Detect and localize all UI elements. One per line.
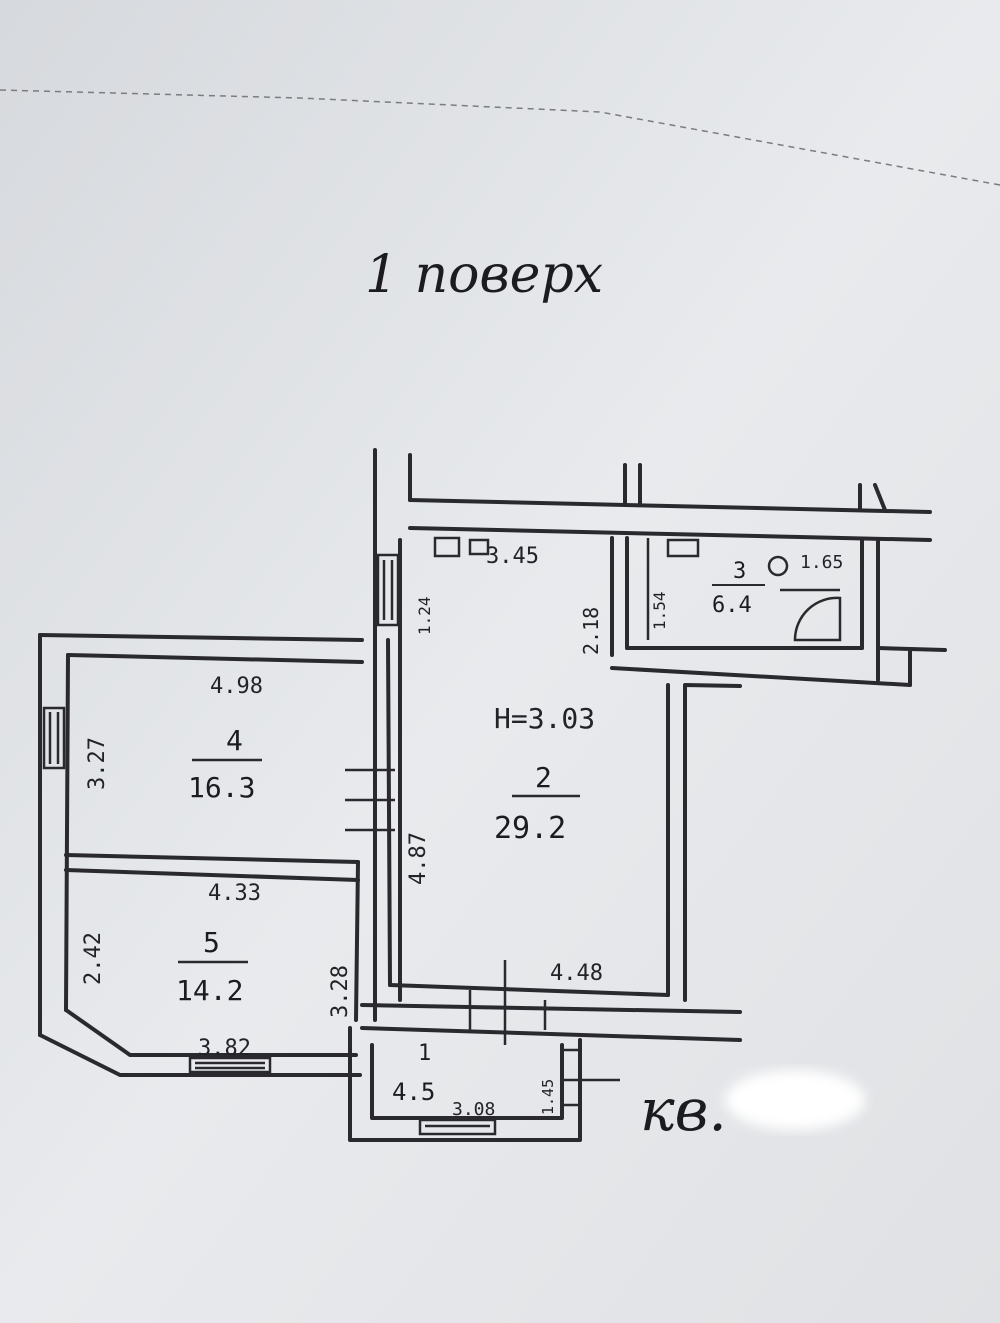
dim-room5-top: 4.33 — [208, 881, 261, 906]
dim-kitchen-right: 2.18 — [579, 607, 603, 655]
walls — [38, 448, 947, 1142]
dim-bath-left: 1.54 — [650, 591, 669, 630]
room-labels: 1 4.5 H=3.03 2 29.2 3 6.4 4 16.3 5 14.2 — [176, 559, 765, 1106]
room-2-number: 2 — [535, 761, 552, 794]
dim-room5-bottom: 3.82 — [198, 1036, 251, 1061]
dim-room5-right: 3.28 — [328, 965, 353, 1018]
dim-kitchen-left: 1.24 — [415, 596, 434, 635]
redaction-blur — [725, 1070, 865, 1130]
room-5-area: 14.2 — [176, 974, 243, 1007]
dim-room4-left: 3.27 — [85, 737, 110, 790]
dim-hall-bottom: 3.08 — [452, 1099, 495, 1120]
room-4-area: 16.3 — [188, 771, 255, 804]
room-4-number: 4 — [226, 724, 243, 757]
room-3-area: 6.4 — [712, 593, 752, 618]
dim-main-left: 4.87 — [406, 832, 431, 885]
openings — [42, 536, 842, 1136]
fold-line — [0, 89, 1000, 186]
ceiling-height: H=3.03 — [494, 702, 595, 735]
room-5-number: 5 — [203, 926, 220, 959]
apartment-label: кв. — [640, 1076, 727, 1144]
dim-bath-top: 1.65 — [800, 552, 843, 573]
dim-kitchen-top: 3.45 — [486, 544, 539, 569]
dim-room5-left: 2.42 — [81, 932, 106, 985]
room-1-number: 1 — [418, 1041, 431, 1066]
dim-main-bottom: 4.48 — [550, 961, 603, 986]
dim-hall-right: 1.45 — [539, 1079, 557, 1115]
dim-room4-top: 4.98 — [210, 674, 263, 699]
dimensions: 3.45 1.24 2.18 4.87 4.48 1.65 1.54 4.98 … — [81, 544, 843, 1120]
floor-title: 1 поверх — [365, 245, 603, 305]
room-3-number: 3 — [733, 559, 746, 584]
room-1-area: 4.5 — [392, 1078, 435, 1106]
room-2-area: 29.2 — [494, 811, 566, 846]
